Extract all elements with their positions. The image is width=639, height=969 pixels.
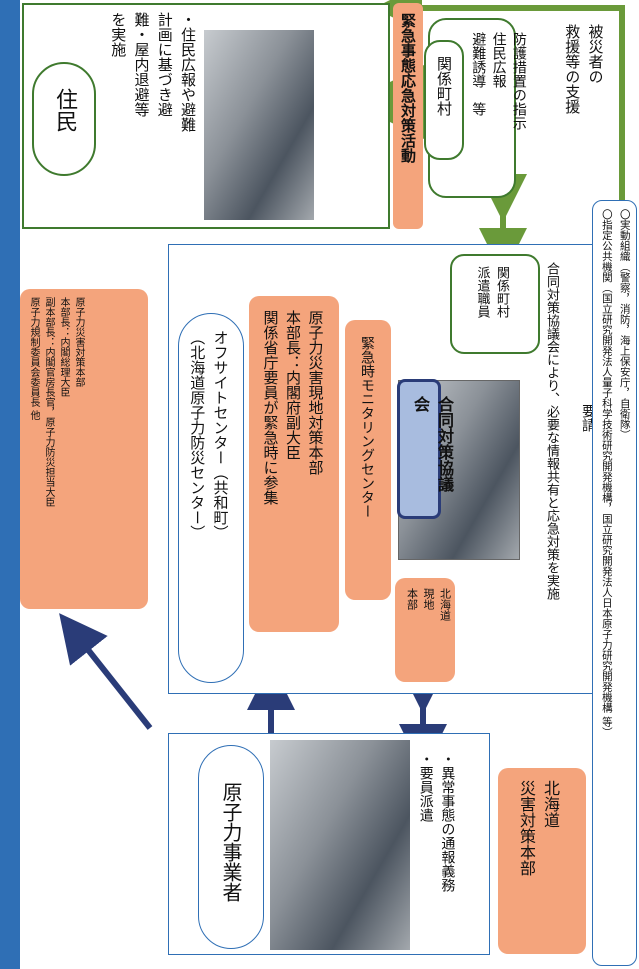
left-edge-bar xyxy=(0,0,20,969)
joint-council-title: 合同対策協議会 xyxy=(411,396,454,492)
evacuation-photo xyxy=(204,30,314,220)
hq-title: 原子力災害対策本部 xyxy=(73,297,84,387)
hokkaido-hq-line2: 災害対策本部 xyxy=(517,780,536,876)
operator-item1: ・異常事態の通報義務 xyxy=(439,752,456,892)
orgs-line2: 〇指定公共機関（国立研究開発法人量子科学技術研究開発機構，国立研究開発法人日本原… xyxy=(600,209,613,738)
response-organizations-box: 〇実動組織（警察，消防，海上保安庁，自衛隊） 〇指定公共機関（国立研究開発法人量… xyxy=(592,200,637,966)
operator-title-oval: 原子力事業者 xyxy=(198,745,264,949)
emergency-label: 緊急事態応急対策活動 xyxy=(399,13,417,163)
emergency-activity-bar: 緊急事態応急対策活動 xyxy=(393,3,423,229)
hokkaido-local-line3: 本部 xyxy=(405,588,419,610)
municipality-line1: 防護措置の指示 xyxy=(510,32,527,130)
hokkaido-local-line2: 現地 xyxy=(422,588,435,610)
emergency-monitoring-center: 緊急時モニタリングセンター xyxy=(345,320,391,600)
residents-line4: を実施 xyxy=(109,12,128,57)
power-plant-photo xyxy=(270,740,410,950)
municipality-actions: 防護措置の指示 住民広報 避難誘導 等 xyxy=(468,32,529,192)
residents-title: 住民 xyxy=(52,88,77,132)
hokkaido-local-hq: 北海道 現地 本部 xyxy=(395,578,455,682)
operator-duties: ・異常事態の通報義務 ・要員派遣 xyxy=(414,752,457,948)
orgs-line1: 〇実動組織（警察，消防，海上保安庁，自衛隊） xyxy=(618,209,631,440)
local-hq-line2: 本部長：内閣府副大臣 xyxy=(284,310,302,460)
residents-actions: ・住民広報や避難 計画に基づき避 難・屋内退避等 を実施 xyxy=(106,12,199,224)
hq-deputy: 副本部長：内閣官房長官，原子力防災担当大臣 xyxy=(43,297,54,507)
support-text: 被災者の 救援等の支援 xyxy=(560,24,607,194)
municipality-box: 関係町村 防護措置の指示 住民広報 避難誘導 等 xyxy=(424,18,527,198)
operator-item2: ・要員派遣 xyxy=(417,752,434,822)
residents-line2: 計画に基づき避 xyxy=(155,12,174,117)
monitoring-label: 緊急時モニタリングセンター xyxy=(359,336,375,518)
offsite-name: オフサイトセンター（共和町） xyxy=(211,330,230,540)
municipal-staff-line1: 関係町村 xyxy=(494,266,509,318)
hokkaido-local-line1: 北海道 xyxy=(438,588,452,621)
hokkaido-hq-line1: 北海道 xyxy=(541,780,560,828)
municipality-title-tab: 関係町村 xyxy=(424,40,464,160)
residents-line3: 難・屋内退避等 xyxy=(132,12,151,117)
local-hq-line3: 関係省庁要員が緊急時に参集 xyxy=(261,310,280,505)
municipality-line2: 住民広報 xyxy=(490,32,507,88)
joint-council-note: 合同対策協議会により、必要な情報共有と応急対策を実施 xyxy=(544,262,559,600)
hq-chief: 本部長：内閣総理大臣 xyxy=(58,297,69,397)
municipal-staff-line2: 派遣職員 xyxy=(474,266,490,318)
support-line1: 被災者の xyxy=(586,24,605,84)
operator-title: 原子力事業者 xyxy=(219,782,243,902)
hokkaido-disaster-hq: 北海道 災害対策本部 xyxy=(498,768,586,954)
offsite-sub: （北海道原子力防災センター） xyxy=(188,330,207,540)
residents-title-oval: 住民 xyxy=(32,62,96,176)
arrow-operator-to-hq xyxy=(59,613,153,730)
arrow-support xyxy=(374,0,625,200)
joint-council-photo-area: 合同対策協議会 xyxy=(397,379,520,560)
residents-line1: ・住民広報や避難 xyxy=(179,12,197,132)
municipality-title: 関係町村 xyxy=(435,56,453,116)
joint-council-badge: 合同対策協議会 xyxy=(397,379,454,519)
local-hq-line1: 原子力災害現地対策本部 xyxy=(306,310,325,475)
municipality-line3: 避難誘導 等 xyxy=(470,32,487,116)
municipal-staff-box: 関係町村 派遣職員 xyxy=(450,254,540,354)
local-response-hq: 原子力災害現地対策本部 本部長：内閣府副大臣 関係省庁要員が緊急時に参集 xyxy=(249,296,339,632)
nuclear-disaster-hq: 原子力災害対策本部 本部長：内閣総理大臣 副本部長：内閣官房長官，原子力防災担当… xyxy=(20,289,148,609)
hq-member: 原子力規制委員会委員長 他 xyxy=(28,297,39,421)
support-line2: 救援等の支援 xyxy=(563,24,582,114)
offsite-center-name: オフサイトセンター（共和町） （北海道原子力防災センター） xyxy=(178,313,244,683)
